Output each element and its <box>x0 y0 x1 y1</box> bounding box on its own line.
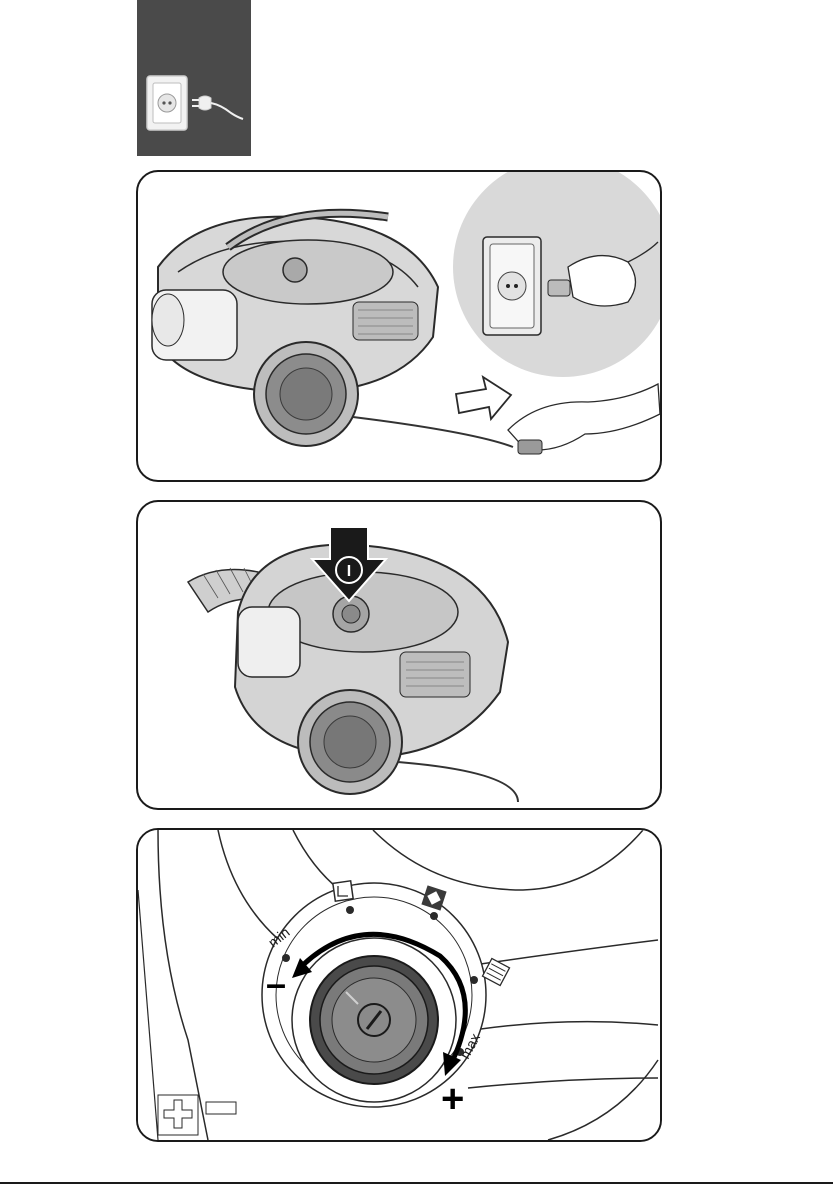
minus-sign: – <box>266 963 286 1004</box>
curtain-icon <box>333 881 353 901</box>
step-2-panel: I <box>136 500 662 810</box>
arrow-right-icon <box>456 377 511 419</box>
step-3-panel: min max – + <box>136 828 662 1142</box>
step-3-illustration: min max – + <box>138 830 660 1140</box>
power-dial-icon <box>292 938 456 1102</box>
wall-socket-icon <box>483 237 541 335</box>
step-1-panel <box>136 170 662 482</box>
plus-sign: + <box>441 1077 464 1121</box>
plug-socket-icon <box>137 0 251 156</box>
footer-rule <box>0 1182 833 1184</box>
vacuum-cleaner-icon <box>152 213 438 446</box>
header-block <box>137 0 251 156</box>
hand-holding-plug-icon <box>508 384 660 454</box>
power-glyph: I <box>347 563 351 580</box>
step-2-illustration: I <box>138 502 660 808</box>
step-1-illustration <box>138 172 660 480</box>
